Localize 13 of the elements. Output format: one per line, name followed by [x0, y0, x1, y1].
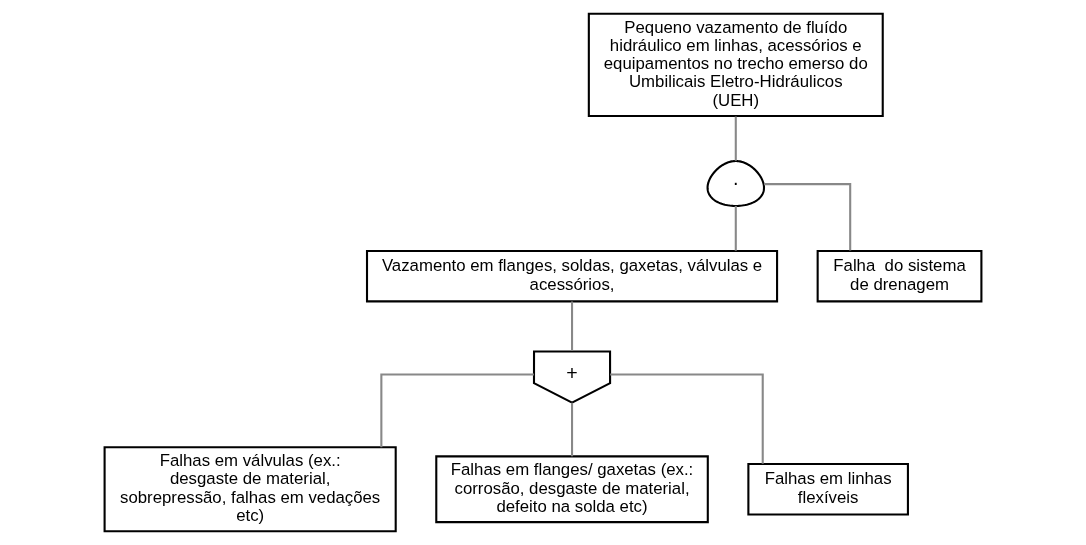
node-box: Falhas em linhas flexíveis [747, 463, 909, 516]
connector [610, 373, 764, 464]
connector [734, 205, 737, 251]
connector [380, 373, 534, 448]
connector [764, 183, 852, 251]
node-box: Pequeno vazamento de fluído hidráulico em linhas, acessórios e equipamentos no trecho emerso do Umbilicais Eletro-Hidráulicos (UEH) [587, 12, 884, 117]
connector [571, 301, 574, 351]
node-box: Falhas em válvulas (ex.: desgaste de material, sobrepressão, falhas em vedações etc) [103, 446, 397, 533]
node-box: Falhas em flanges/ gaxetas (ex.: corrosão, desgaste de material, defeito na solda etc) [435, 455, 709, 524]
node-box: Falha do sistema de drenagem [816, 250, 983, 303]
connector [734, 116, 737, 161]
node-box: Vazamento em flanges, soldas, gaxetas, válvulas e acessórios, [365, 250, 779, 303]
connector [571, 402, 574, 457]
